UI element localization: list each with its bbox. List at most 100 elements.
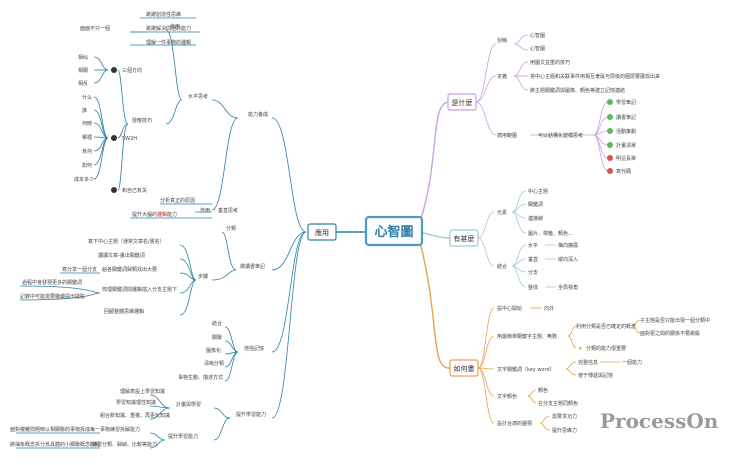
node-usage-6[interactable]: 寫代碼 [616,168,631,175]
node-mem-5[interactable]: 事物生動、描述方式 [178,374,223,381]
node-step-3-sub[interactable]: 寫分享一個分支 [62,266,97,273]
node-el-4[interactable]: 圖片、標籤、顏色... [528,230,573,237]
node-ability[interactable]: 能力養成 [248,111,268,118]
node-words-1-sub[interactable]: 一個能力 [622,359,642,366]
node-notes[interactable]: 做讀書筆記 [240,263,265,270]
node-words[interactable]: 文字關鍵詞（key word） [497,366,555,373]
node-three-2[interactable]: 相關 [78,67,88,74]
node-color[interactable]: 文字顏色 [497,393,517,400]
root-node[interactable]: 心智圖 [364,215,424,247]
node-st-4[interactable]: 整体 [528,284,538,291]
node-st-4-sub[interactable]: 全局視角 [558,284,578,291]
node-improve[interactable]: 提升學習能力 [236,411,266,418]
node-methods[interactable]: 發散技巧 [132,117,152,124]
node-usage-sub[interactable]: 可以結構化建模思考 [538,132,583,139]
node-plan-3[interactable]: 組合新知識、重複、再更化知識 [100,412,170,419]
node-image[interactable]: 設計合適的圖標 [497,420,532,427]
node-practice[interactable]: 提升學習能力 [168,433,198,440]
node-usage-4[interactable]: 計畫清單 [616,142,636,149]
node-usage-1[interactable]: 學習筆記 [616,99,636,106]
node-center[interactable]: 設中心開始 [497,305,522,312]
node-st-1-sub[interactable]: 橫向擴展 [558,242,578,249]
node-usage[interactable]: 適用範圍 [497,132,517,139]
node-logic-effect[interactable]: 作用 [200,207,210,214]
node-center-value[interactable]: 向外 [544,305,554,312]
node-practice-sub-a[interactable]: 面對複雜問題時以相關聯的事物拆成每一事物 [10,426,110,433]
node-st-3[interactable]: 分支 [528,269,538,276]
node-kw-sub-2[interactable]: 面對更之間的關係不要跳級 [640,330,700,337]
node-keywords[interactable]: 用最簡單關鍵字主題、無數 [497,333,557,340]
node-words-2[interactable]: 使于傳遞與記憶 [578,372,613,379]
node-logic-1[interactable]: 分析真正的原因 [160,197,195,204]
node-el-2[interactable]: 關鍵詞 [528,201,543,208]
node-w2h-3[interactable]: 何時 [82,120,92,127]
node-alias[interactable]: 別稱 [497,37,507,44]
node-effect-item-3[interactable]: 理解一件事物的邏輯 [146,39,191,46]
node-structure[interactable]: 結合 [497,263,507,270]
node-def-1[interactable]: 用圖文並重的技巧 [530,59,570,66]
node-memory[interactable]: 增強記憶 [244,345,264,352]
node-usage-5[interactable]: 明這長單 [616,155,636,162]
node-mem-2[interactable]: 關聯 [212,334,222,341]
node-def-3[interactable]: 將主題關鍵詞與圖像、顏色等建立記憶連結 [530,87,625,94]
node-def-2[interactable]: 将中心主题和关联事件用相互隶属与层级的图层要展现出来 [530,73,660,80]
node-think-effect[interactable]: 作用 [170,23,180,30]
node-w2h-5[interactable]: 爲何 [82,148,92,155]
node-w2h-6[interactable]: 如何 [82,162,92,169]
node-image-2[interactable]: 提升思維力 [552,427,577,434]
node-image-1[interactable]: 需要求功力 [552,413,577,420]
node-step-1[interactable]: 寫下中心主題（通常文章名/書名） [88,238,165,245]
node-usage-2[interactable]: 讀書筆記 [616,114,636,121]
node-mem-4[interactable]: 清晰分類 [204,360,224,367]
node-w2h-1[interactable]: 什么 [82,94,92,101]
main-node-how[interactable]: 如何畫 [449,359,479,377]
node-step-5[interactable]: 回顧整體思維邏輯 [104,308,144,315]
node-plan-1[interactable]: 理解表設上學習知識 [120,388,165,395]
node-color-2[interactable]: 在分支主題同顏色 [538,400,578,407]
node-st-1[interactable]: 水平 [528,242,538,249]
node-practice-2[interactable]: 練習分類、歸納、比較等能力 [92,441,157,448]
node-plan[interactable]: 計畫與學習 [176,401,201,408]
node-alias-2[interactable]: 心智圖 [530,45,545,52]
node-practice-1[interactable]: 練習拆解能力 [110,426,140,433]
node-words-1[interactable]: 完整信息 [578,359,598,366]
main-node-has[interactable]: 有甚麼 [449,229,479,247]
main-node-what[interactable]: 是什麼 [447,93,477,111]
node-definition[interactable]: 定義 [497,73,507,80]
node-think[interactable]: 水平思考 [188,93,208,100]
node-kw-sub-1[interactable]: 子主題是否只能出現一個分類中 [640,317,710,324]
node-relate[interactable]: 和自己有关 [122,187,147,194]
node-mem-1[interactable]: 結合 [212,320,222,327]
node-kw-item[interactable]: 利用分類是否已確定的概念 [576,323,636,330]
node-step-3[interactable]: 給各關鍵詞歸類找出大要 [102,266,157,273]
node-three-3[interactable]: 相反 [78,80,88,87]
node-step-2[interactable]: 讀讀文章-畫出關鍵詞 [98,252,145,259]
node-step-4-sub-a[interactable]: 過程中會發現更多的關鍵詞 [22,279,82,286]
node-mem-3[interactable]: 圖像化 [206,347,221,354]
node-three-1[interactable]: 相似 [78,54,88,61]
node-logic-2[interactable]: 提升大腦的邏輯能力 [132,211,177,218]
node-color-1[interactable]: 顏色 [538,387,548,394]
node-effect-item-1[interactable]: 跳躍創造性思維 [146,11,181,18]
node-elements[interactable]: 元素 [497,209,507,216]
node-el-3[interactable]: 連接線 [528,215,543,222]
node-st-2-sub[interactable]: 縱向深入 [558,256,578,263]
node-effect-sub[interactable]: 面面不只一個 [80,25,110,32]
node-notes-summary[interactable]: 分類 [226,225,236,232]
node-w2h[interactable]: 5W2H [122,136,137,142]
node-notes-steps[interactable]: 步驟 [198,274,208,280]
node-plan-2[interactable]: 學習知識理性知識 [116,399,156,406]
node-w2h-7[interactable]: 成本多少 [74,176,94,183]
node-three[interactable]: 三個方向 [122,67,142,74]
node-usage-3[interactable]: 活動策劃 [616,128,636,135]
node-w2h-2[interactable]: 誰 [82,107,87,114]
node-practice-sub-b[interactable]: 將抽象概念拆分爲具體的小關聯概念觀點 [10,441,100,448]
node-effect-item-2[interactable]: 跳躍解決問題的能力 [146,25,191,32]
node-kw-star[interactable]: 分類的能力很重要 [586,345,626,352]
node-el-1[interactable]: 中心主題 [528,188,548,195]
node-w2h-4[interactable]: 哪裡 [82,134,92,141]
node-alias-1[interactable]: 心智圖 [530,32,545,39]
node-step-4[interactable]: 梳理關鍵詞間邏輯插入分支主題下 [102,286,177,293]
node-logic[interactable]: 垂直思考 [218,207,238,214]
node-st-2[interactable]: 垂直 [528,256,538,263]
